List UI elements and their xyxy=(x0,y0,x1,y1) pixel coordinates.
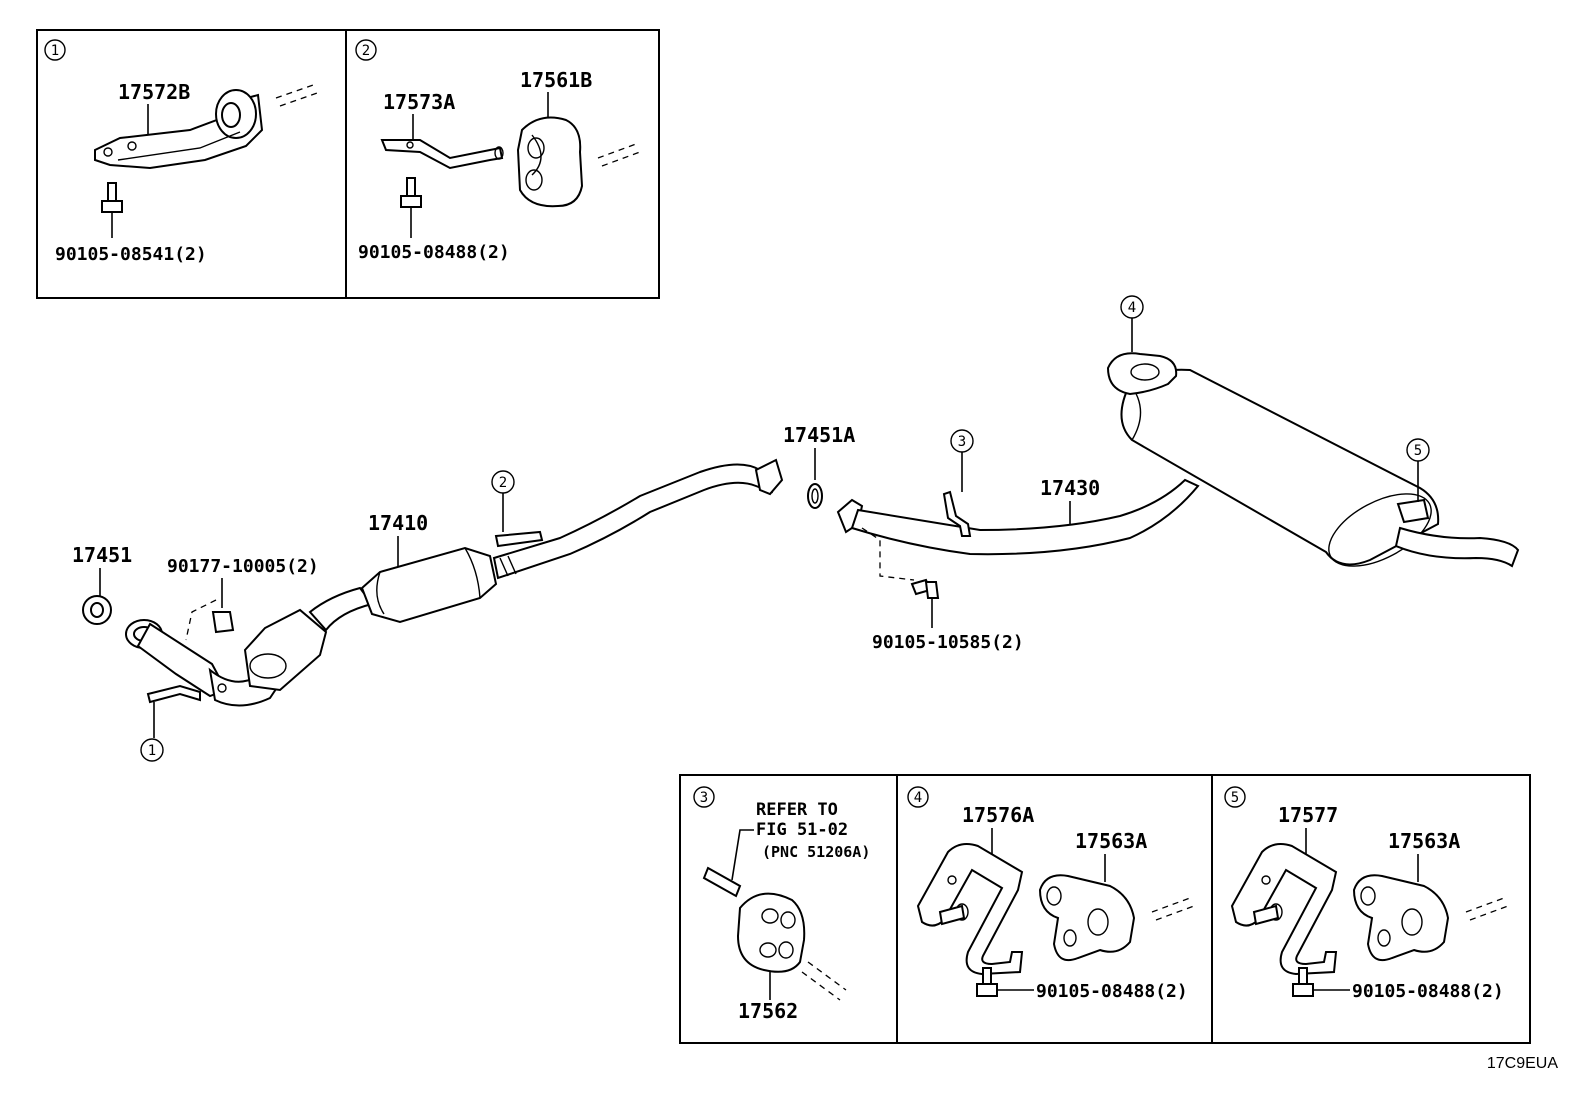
inset-4-bolt-label[interactable]: 90105-08488(2) xyxy=(1036,981,1188,1002)
inset-2-number: 2 xyxy=(362,43,370,59)
inset-1[interactable]: 1 17572B 90105-08541(2) xyxy=(44,39,321,265)
gasket-ring-icon xyxy=(807,483,823,509)
inset-1-bolt-label[interactable]: 90105-08541(2) xyxy=(55,244,207,265)
callout-3[interactable]: 3 xyxy=(950,429,974,492)
callout-circle xyxy=(950,429,974,453)
pipe-stub-icon xyxy=(1465,897,1509,921)
inset-4-number: 4 xyxy=(914,790,922,806)
inset-5-support-label[interactable]: 17563A xyxy=(1388,829,1460,853)
inset-frame-bottom xyxy=(679,774,1531,1044)
hanger-bracket-17577 xyxy=(1230,843,1338,976)
bolt-90105-10585[interactable]: 90105-10585(2) xyxy=(861,527,1024,653)
callout-4[interactable]: 4 xyxy=(1120,295,1144,352)
inset-3-support-label[interactable]: 17562 xyxy=(738,999,798,1023)
nut-icon xyxy=(211,611,235,634)
callout-1-number: 1 xyxy=(148,743,156,759)
inset-box-top xyxy=(36,29,660,299)
inset-2-bolt-label[interactable]: 90105-08488(2) xyxy=(358,242,510,263)
rubber-support-17562 xyxy=(736,892,806,973)
refer-to-line-3: (PNC 51206A) xyxy=(762,843,870,861)
inset-4-callout-circle xyxy=(907,786,929,808)
gasket-center-label[interactable]: 17451A xyxy=(783,423,855,447)
catalytic-converter-icon xyxy=(243,608,328,692)
bolt-icon xyxy=(101,182,123,238)
nut-90177[interactable]: 90177-10005(2) xyxy=(167,556,319,641)
inset-4-support-label[interactable]: 17563A xyxy=(1075,829,1147,853)
inset-3-callout-circle xyxy=(693,786,715,808)
inset-2-support-label[interactable]: 17561B xyxy=(520,68,592,92)
callout-2[interactable]: 2 xyxy=(491,470,515,532)
inset-frame-top xyxy=(36,29,660,299)
flange-icon xyxy=(754,458,784,496)
inset-5-bolt-label[interactable]: 90105-08488(2) xyxy=(1352,981,1504,1002)
hanger-bracket-17576a xyxy=(916,843,1024,976)
inset-5-number: 5 xyxy=(1231,790,1239,806)
rubber-support-17561b xyxy=(516,116,584,208)
tail-pipe-label[interactable]: 17430 xyxy=(1040,476,1100,500)
gasket-front-label[interactable]: 17451 xyxy=(72,543,132,567)
callout-circle xyxy=(1120,295,1144,319)
bolt-icon xyxy=(1292,967,1314,997)
inset-3-number: 3 xyxy=(700,790,708,806)
callout-circle xyxy=(140,738,164,762)
rubber-support-17563a xyxy=(1352,874,1450,962)
callout-3-number: 3 xyxy=(958,434,966,450)
callout-circle xyxy=(491,470,515,494)
inset-4-bracket-label[interactable]: 17576A xyxy=(962,803,1034,827)
callout-5-number: 5 xyxy=(1414,443,1422,459)
inset-3[interactable]: 3 REFER TO FIG 51-02 (PNC 51206A) 17562 xyxy=(693,786,870,1023)
nut-label[interactable]: 90177-10005(2) xyxy=(167,556,319,577)
diagram-id: 17C9EUA xyxy=(1487,1055,1558,1072)
callout-4-number: 4 xyxy=(1128,300,1136,316)
gasket-17451[interactable]: 17451 xyxy=(72,543,132,625)
bolt-label[interactable]: 90105-10585(2) xyxy=(872,632,1024,653)
refer-to-line-1: REFER TO xyxy=(756,800,838,820)
rubber-support-17563a xyxy=(1038,874,1136,962)
hanger-bracket-17572b xyxy=(94,89,264,170)
inset-2-bracket-label[interactable]: 17573A xyxy=(383,90,455,114)
callout-5[interactable]: 5 xyxy=(1406,438,1430,502)
inset-1-number: 1 xyxy=(51,43,59,59)
inset-2-callout-circle xyxy=(355,39,377,61)
pipe-stub-icon xyxy=(702,866,847,1001)
refer-to-line-2: FIG 51-02 xyxy=(756,820,848,840)
bolt-icon xyxy=(976,967,998,997)
leader-line xyxy=(731,829,754,881)
hanger-bracket-17573a xyxy=(380,139,504,170)
inset-5-bracket-label[interactable]: 17577 xyxy=(1278,803,1338,827)
pipe-stub-icon xyxy=(1151,897,1195,921)
callout-2-number: 2 xyxy=(499,475,507,491)
inset-5-callout-circle xyxy=(1224,786,1246,808)
inset-4[interactable]: 4 17576A 17563A 90105-08488(2) xyxy=(907,786,1195,1002)
inset-box-bottom xyxy=(679,774,1531,1044)
inset-2[interactable]: 2 17573A 17561B 90105-08488(2) xyxy=(355,39,641,263)
tail-pipe-17430[interactable]: 17430 xyxy=(836,352,1520,581)
pipe-stub-icon xyxy=(597,143,641,167)
front-pipe-17410[interactable]: 17410 xyxy=(125,458,784,738)
front-pipe-label[interactable]: 17410 xyxy=(368,511,428,535)
resonator-icon xyxy=(360,546,498,624)
callout-1[interactable]: 1 xyxy=(140,738,164,762)
inset-1-callout-circle xyxy=(44,39,66,61)
pipe-stub-icon xyxy=(275,83,321,107)
inset-5[interactable]: 5 17577 17563A 90105-08488(2) xyxy=(1224,786,1509,1002)
inset-1-bracket-label[interactable]: 17572B xyxy=(118,80,190,104)
callout-circle xyxy=(1406,438,1430,462)
muffler-icon xyxy=(1120,368,1440,566)
gasket-17451a[interactable]: 17451A xyxy=(783,423,855,509)
bolt-icon xyxy=(400,177,422,238)
